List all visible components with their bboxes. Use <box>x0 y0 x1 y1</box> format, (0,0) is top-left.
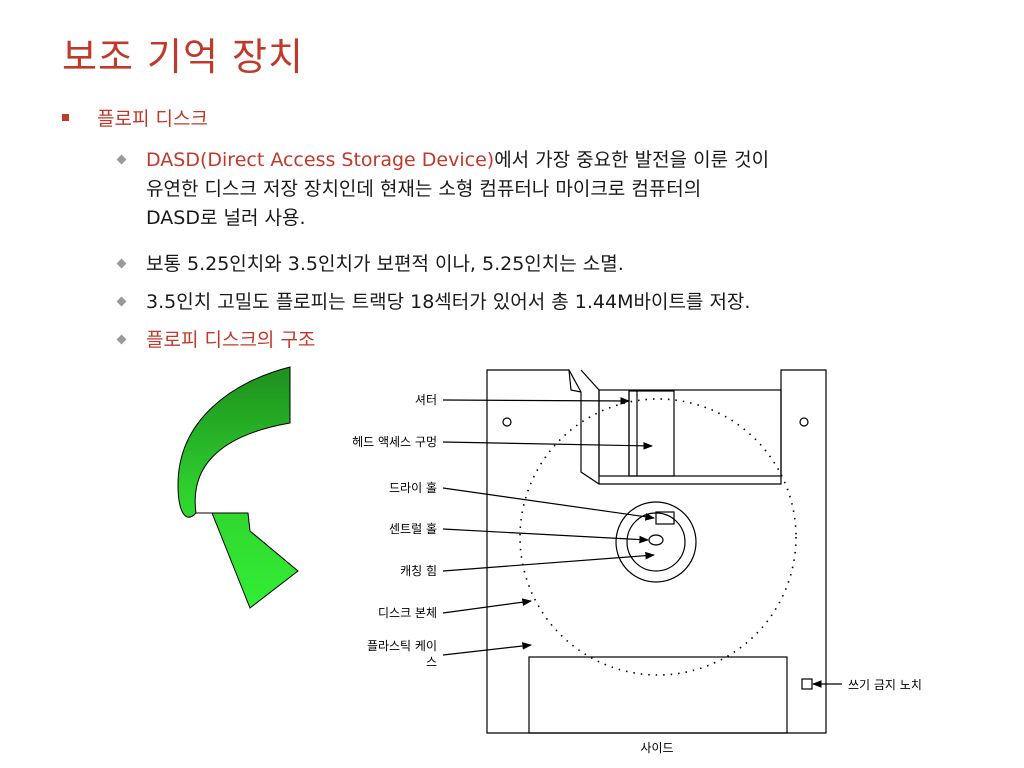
label-center-hole: 센트럴 홀 <box>389 522 437 536</box>
label-plastic-case-1: 플라스틱 케이 <box>367 639 437 653</box>
arrow-center-hole <box>442 528 649 544</box>
bullet-capacity-text: 3.5인치 고밀도 플로피는 트랙당 18섹터가 있어서 총 1.44M바이트를… <box>146 291 751 313</box>
bullet-dasd-term: DASD(Direct Access Storage Device) <box>146 149 495 171</box>
label-shutter: 셔터 <box>415 393 437 407</box>
floppy-body <box>486 369 827 734</box>
label-catch-pin: 캐칭 힘 <box>400 564 437 578</box>
square-bullet-icon <box>62 114 69 121</box>
curved-arrow-icon <box>177 366 299 609</box>
bullet-dasd-line2: 유연한 디스크 저장 장치인데 현재는 소형 컴퓨터나 마이크로 컴퓨터의 <box>146 178 702 200</box>
leader-arrows <box>442 397 842 688</box>
slide-title: 보조 기억 장치 <box>62 35 304 79</box>
label-disk-body: 디스크 본체 <box>378 606 437 620</box>
bullet-sizes-text: 보통 5.25인치와 3.5인치가 보편적 이나, 5.25인치는 소멸. <box>146 253 624 275</box>
label-plastic-case-2: 스 <box>426 655 437 669</box>
arrow-drive-hole <box>442 487 655 521</box>
heading-floppy: 플로피 디스크 <box>62 104 208 131</box>
bullet-dasd-line1: 에서 가장 중요한 발전을 이룬 것이 <box>494 149 770 171</box>
arrow-disk-body <box>442 598 532 614</box>
bullet-dasd-line3: DASD로 널러 사용. <box>146 207 306 229</box>
label-side: 사이드 <box>640 741 673 755</box>
arrow-catch-pin <box>442 551 655 572</box>
label-write-protect: 쓰기 금지 노치 <box>848 678 922 692</box>
label-head-access: 헤드 액세스 구멍 <box>352 435 437 449</box>
arrow-plastic-case <box>442 642 532 656</box>
arrow-head-access <box>442 441 653 450</box>
arrow-shutter <box>442 397 630 405</box>
label-drive-hole: 드라이 홀 <box>389 481 437 495</box>
bullet-structure-text: 플로피 디스크의 구조 <box>146 329 316 351</box>
heading-text: 플로피 디스크 <box>97 108 208 130</box>
